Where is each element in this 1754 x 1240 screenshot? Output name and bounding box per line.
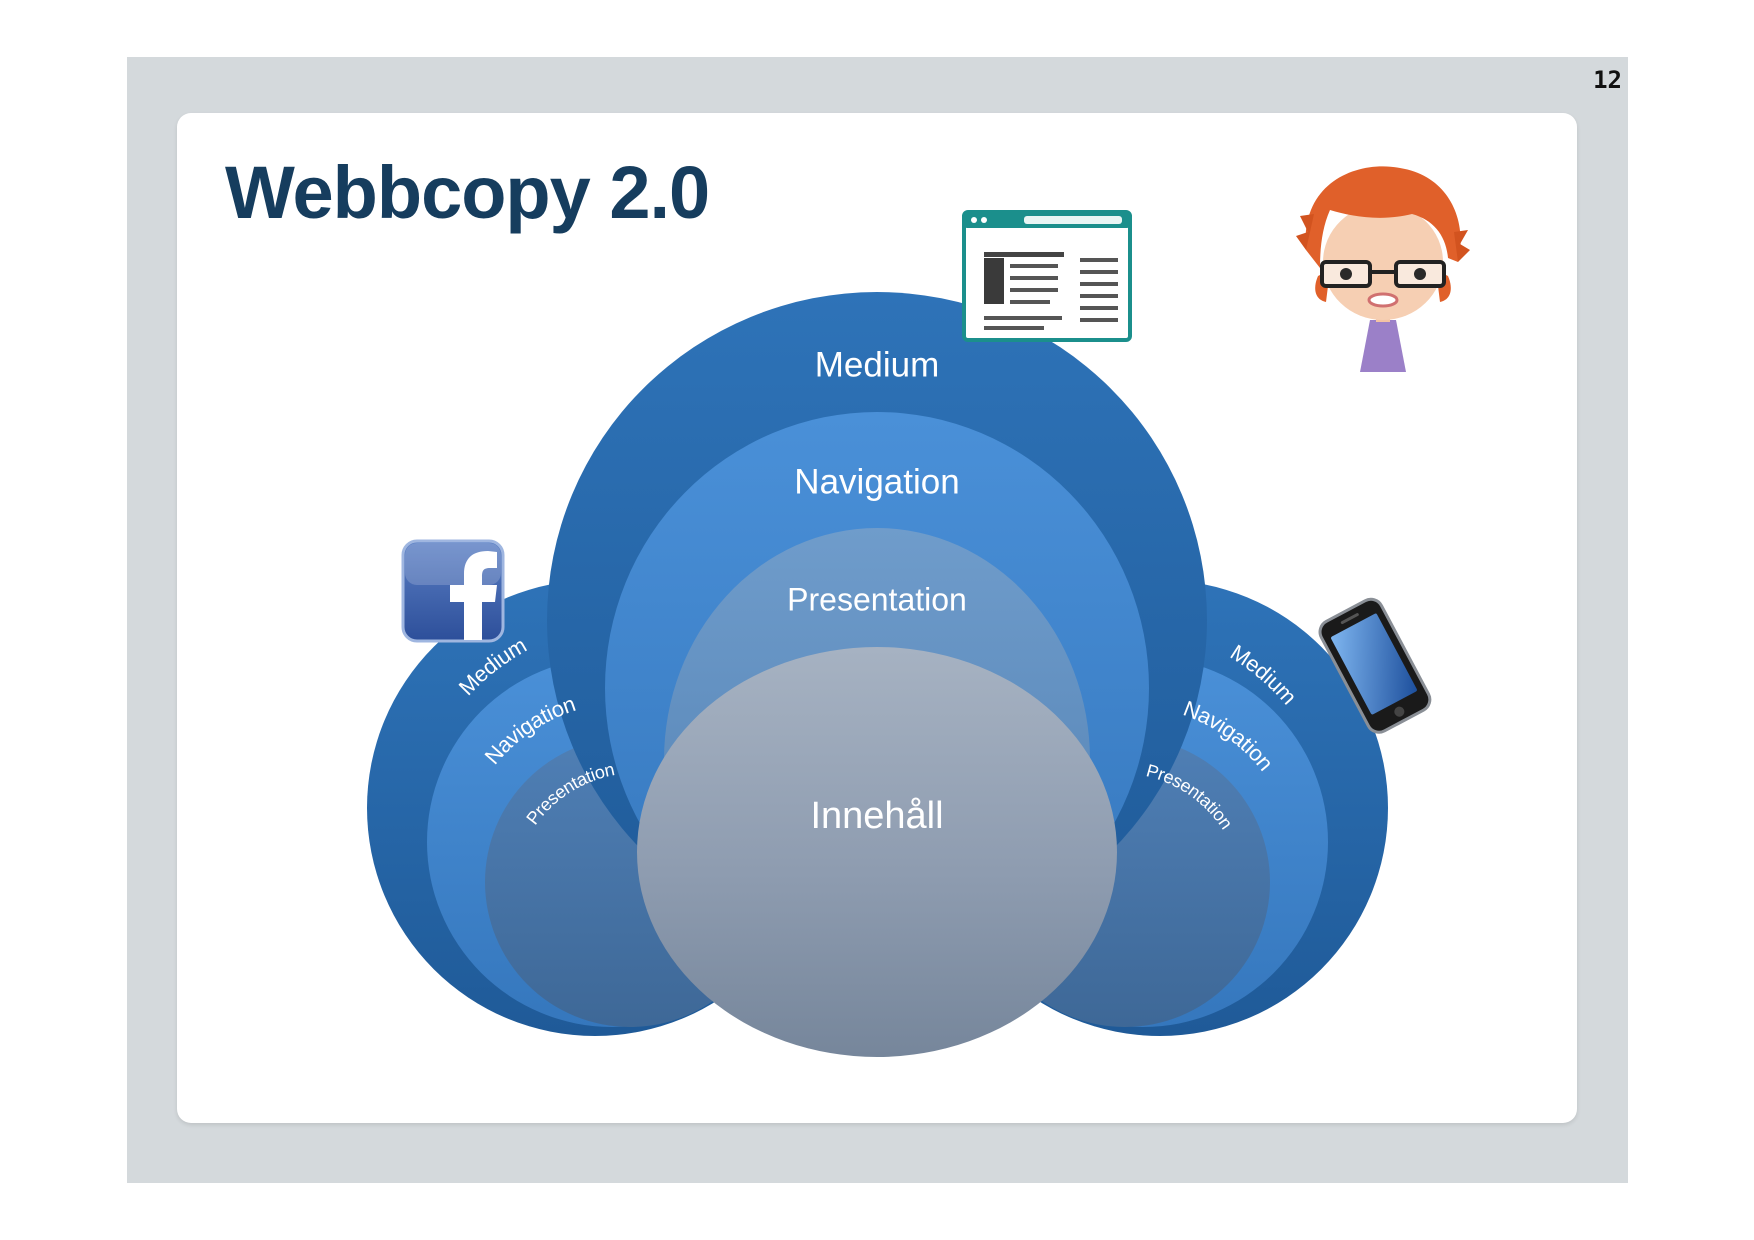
core-circle: [637, 647, 1117, 1057]
center-cluster: [547, 292, 1207, 1057]
center-presentation-label: Presentation: [787, 581, 967, 617]
slide-title: Webbcopy 2.0: [225, 151, 710, 234]
browser-window-icon: [962, 210, 1132, 342]
center-navigation-label: Navigation: [794, 462, 959, 501]
core-label: Innehåll: [810, 795, 943, 837]
center-medium-label: Medium: [815, 345, 939, 384]
smartphone-icon: [1318, 597, 1432, 734]
avatar-illustration: [1296, 166, 1470, 372]
facebook-icon: [401, 539, 505, 643]
page-number: 12: [1593, 66, 1622, 94]
